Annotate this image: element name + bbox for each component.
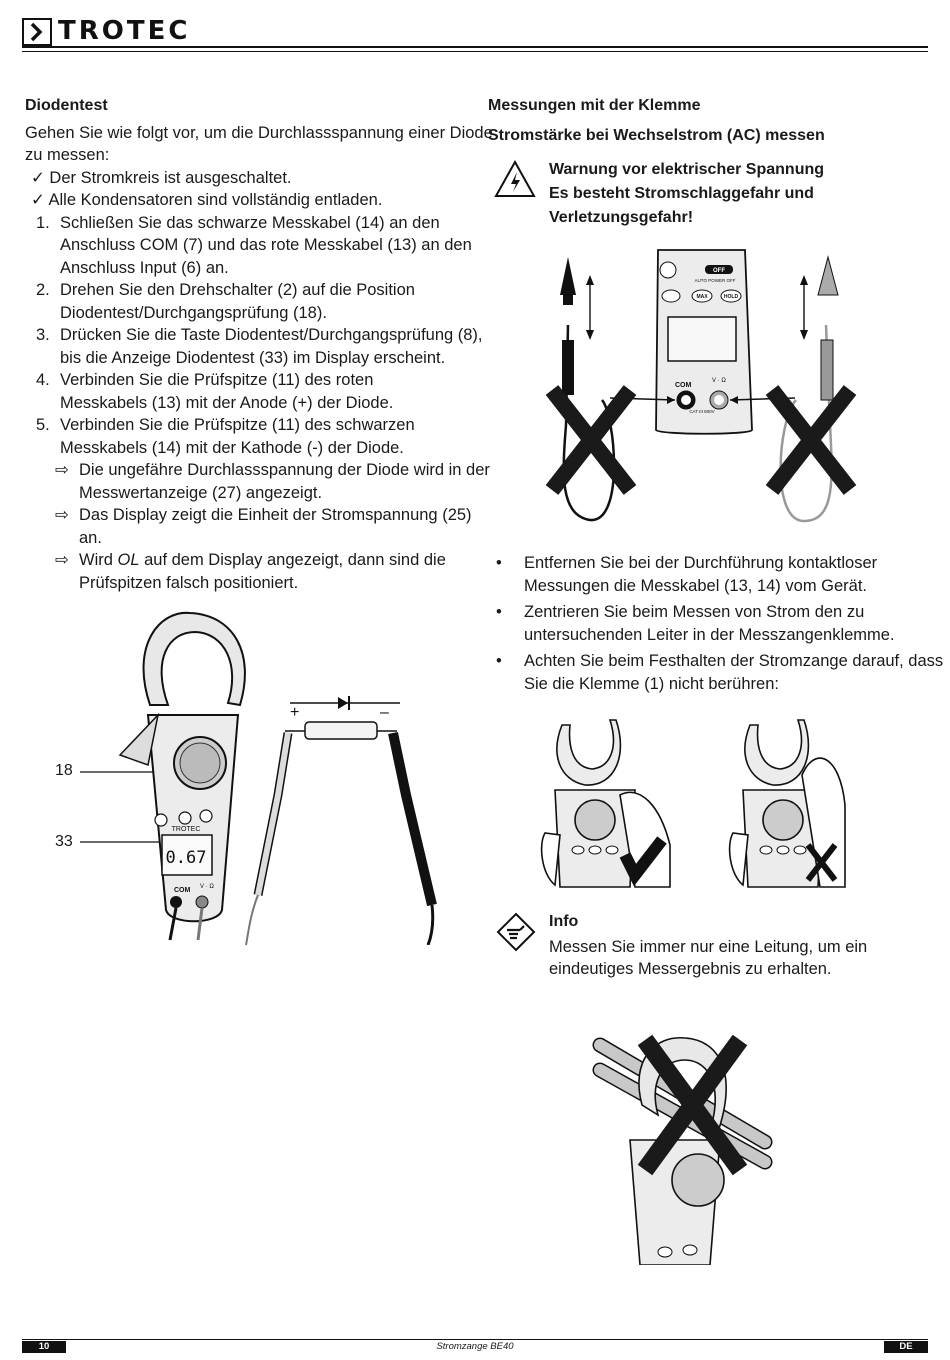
step-item: 4.Verbinden Sie die Prüfspitze (11) des … [36, 371, 394, 412]
bullet-icon: • [496, 554, 502, 572]
language-code: DE [884, 1341, 928, 1353]
bullet-list: • Entfernen Sie bei der Durchführung kon… [488, 552, 944, 695]
warning-high-voltage-icon [494, 160, 536, 197]
brand-name: TROTEC [58, 16, 191, 46]
check-item: ✓ Alle Kondensatoren sind vollständig en… [31, 191, 383, 209]
right-column: Messungen mit der Klemme Stromstärke bei… [488, 95, 928, 147]
step-item: 1.Schließen Sie das schwarze Messkabel (… [36, 213, 472, 277]
two-conductors-wrong-illustration [592, 1034, 773, 1265]
info-hand-pointer-icon [496, 912, 536, 952]
bullet-icon: • [496, 652, 502, 670]
step-item: 3.Drücken Sie die Taste Diodentest/Durch… [36, 326, 483, 367]
callout-33: 33 [55, 833, 73, 850]
bullet-item: • Entfernen Sie bei der Durchführung kon… [496, 554, 878, 595]
page-footer: 10 Stromzange BE40 DE [22, 1339, 928, 1353]
arrow-right-icon: ⇨ [55, 551, 69, 569]
result-item: ⇨Die ungefähre Durchlassspannung der Dio… [55, 461, 490, 502]
warning-text: Warnung vor elektrischer Spannung Es bes… [549, 161, 825, 226]
bullet-item: • Achten Sie beim Festhalten der Stromza… [496, 652, 944, 693]
header-rule-thin [22, 51, 928, 52]
bullet-icon: • [496, 603, 502, 621]
meter-brand-label: TROTEC [172, 826, 201, 833]
left-column: Diodentest Gehen Sie wie folgt vor, um d… [25, 95, 493, 594]
section-title-klemme: Messungen mit der Klemme [488, 97, 701, 114]
page-number: 10 [22, 1341, 66, 1353]
remove-leads-illustration: OFF AUTO POWER OFF MAX HOLD COM V · Ω CA… [545, 249, 857, 523]
header-rule [22, 46, 928, 48]
check-icon: ✓ [31, 168, 50, 187]
auto-power-off-label: AUTO POWER OFF [695, 278, 736, 283]
input-jack-label: V · Ω [712, 378, 726, 384]
com-jack-label: COM [675, 382, 692, 389]
bullet-item: • Zentrieren Sie beim Messen von Strom d… [496, 603, 895, 644]
intro-line-2: zu messen: [25, 146, 110, 164]
meter-display-value: 0.67 [166, 848, 207, 868]
trotec-logo-icon [22, 18, 52, 46]
com-jack-label: COM [174, 887, 191, 894]
anode-plus-label: + [290, 704, 299, 721]
document-title: Stromzange BE40 [436, 1341, 514, 1352]
step-item: 5.Verbinden Sie die Prüfspitze (11) des … [36, 416, 415, 457]
step-item: 2.Drehen Sie den Drehschalter (2) auf di… [36, 281, 415, 322]
check-icon: ✓ [31, 191, 49, 209]
page-header: TROTEC [22, 16, 928, 54]
info-box: Info Messen Sie immer nur eine Leitung, … [549, 911, 929, 981]
hold-button-label: HOLD [724, 294, 739, 300]
cat-rating-label: CAT III 600V [689, 409, 714, 414]
arrow-right-icon: ⇨ [55, 461, 69, 479]
max-button-label: MAX [696, 294, 708, 300]
result-item: ⇨Das Display zeigt die Einheit der Strom… [55, 506, 472, 547]
arrow-right-icon: ⇨ [55, 506, 69, 524]
section-subtitle-ac: Stromstärke bei Wechselstrom (AC) messen [488, 126, 825, 144]
intro-line-1: Gehen Sie wie folgt vor, um die Durchlas… [25, 123, 493, 142]
input-jack-label: V · Ω [200, 884, 214, 890]
cathode-minus-label: – [380, 704, 389, 721]
diode-test-illustration: 0.67 TROTEC COM V · Ω + – [80, 611, 437, 945]
off-button-label: OFF [713, 268, 725, 274]
hand-grip-illustration [540, 719, 846, 888]
result-item: ⇨Wird OL auf dem Display angezeigt, dann… [55, 551, 446, 592]
callout-18: 18 [55, 762, 73, 779]
section-title-diodentest: Diodentest [25, 97, 108, 114]
info-title: Info [549, 913, 579, 930]
check-item: ✓ Der Stromkreis ist ausgeschaltet. [31, 168, 292, 187]
